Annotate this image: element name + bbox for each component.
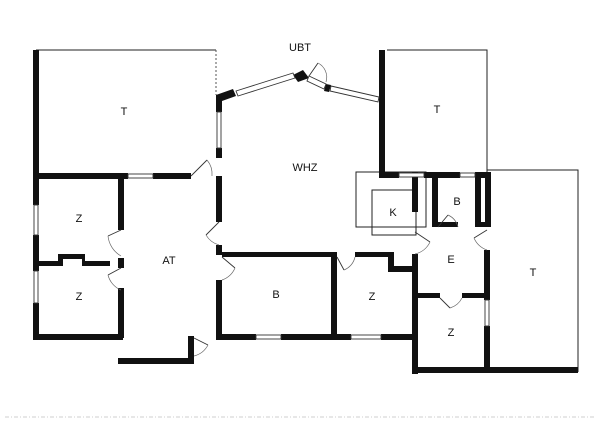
- window-left-lower: [33, 270, 39, 304]
- window-bay-mid: [306, 75, 327, 90]
- door-kitchen: [414, 231, 431, 255]
- label-z3: Z: [369, 291, 376, 303]
- door-at-bath: [221, 256, 236, 281]
- label-z4: Z: [448, 327, 455, 339]
- door-z1: [107, 229, 122, 257]
- windows: [33, 72, 490, 340]
- room-labels: T UBT T WHZ Z Z AT K B E T B Z Z: [76, 42, 537, 339]
- window-left-upper: [33, 204, 39, 236]
- window-bay-left: [235, 72, 296, 97]
- label-b-bath: B: [272, 289, 279, 301]
- label-at: AT: [162, 255, 176, 267]
- door-z2: [107, 267, 122, 291]
- window-bay-right: [329, 85, 380, 103]
- window-z3-bottom: [350, 334, 382, 340]
- window-bath-bottom: [255, 334, 282, 340]
- doors: [107, 62, 488, 357]
- window-whz-left: [216, 111, 222, 149]
- label-ubt: UBT: [289, 42, 311, 54]
- door-whz-at: [205, 221, 220, 246]
- window-b-small-top: [459, 172, 476, 178]
- window-at-top: [127, 173, 154, 179]
- label-z2: Z: [76, 291, 83, 303]
- door-z3: [336, 256, 356, 271]
- label-z1: Z: [76, 213, 83, 225]
- window-z4-right: [484, 299, 490, 327]
- label-t-left: T: [121, 106, 128, 118]
- door-at-terrace: [190, 159, 213, 177]
- door-bay: [308, 62, 327, 83]
- thin-outlines: [36, 49, 579, 372]
- door-t-right: [473, 229, 488, 251]
- door-at-exit: [193, 337, 209, 357]
- door-z4: [439, 297, 463, 309]
- label-k: K: [389, 207, 397, 219]
- label-whz: WHZ: [292, 162, 317, 174]
- label-t-top-right: T: [434, 104, 441, 116]
- window-kitchen-top: [398, 172, 425, 178]
- label-b-small: B: [453, 196, 460, 208]
- label-e: E: [447, 254, 454, 266]
- door-b-small: [437, 214, 459, 228]
- label-t-right: T: [530, 267, 537, 279]
- walls: [33, 50, 578, 374]
